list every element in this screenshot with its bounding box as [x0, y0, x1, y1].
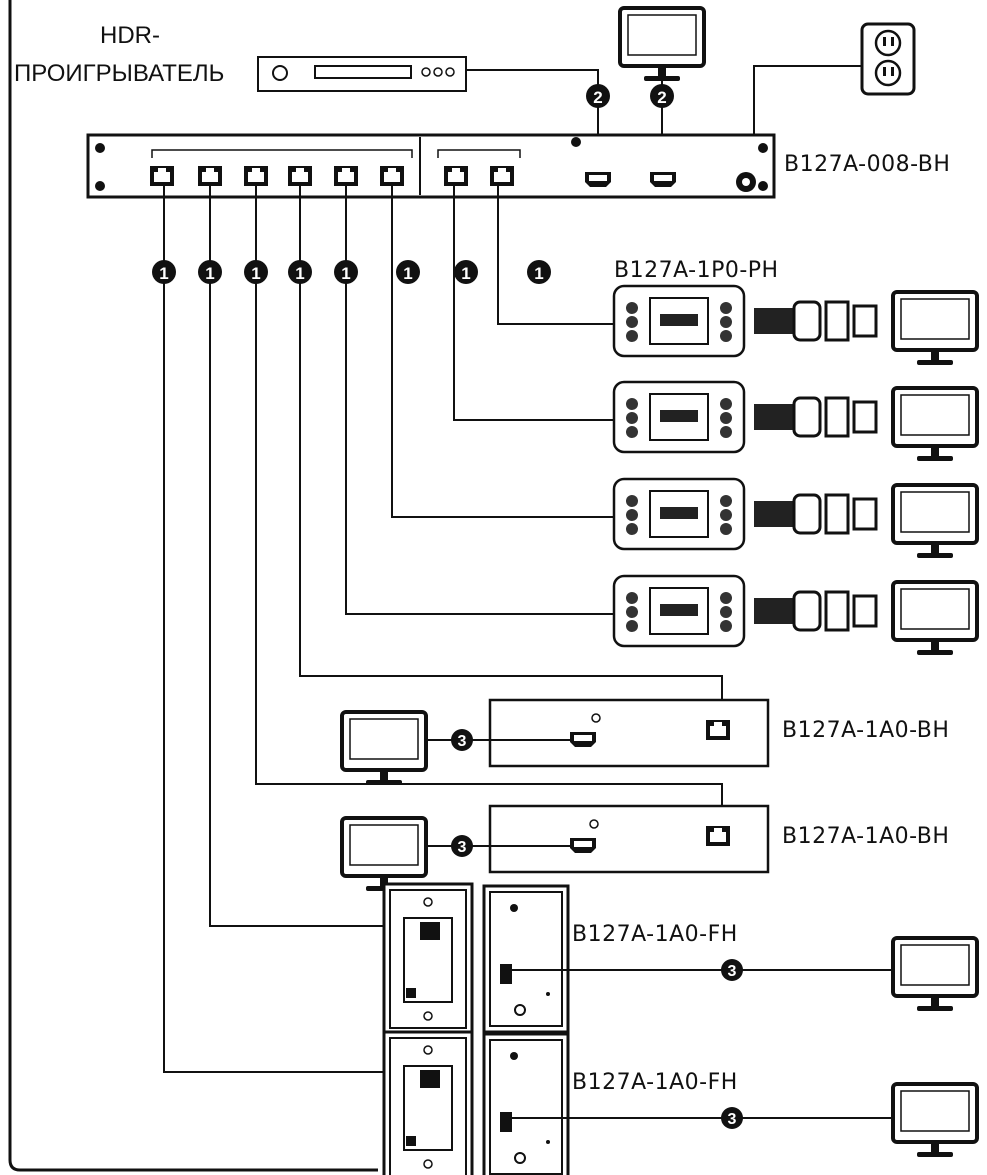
wallplate-front-2 — [382, 1030, 474, 1175]
local-monitor-icon — [618, 6, 706, 83]
monitor-icon — [891, 936, 979, 1013]
receiver-b2-model-label: B127A-1A0-BH — [782, 824, 950, 849]
marker-3-b: 3 — [458, 839, 467, 856]
monitor-icon — [891, 1082, 979, 1159]
monitor-icon — [340, 710, 428, 787]
outer-frame — [8, 0, 378, 1172]
marker-2-a: 2 — [593, 88, 602, 107]
cat-cables — [163, 186, 723, 1073]
marker-1-a: 1 — [159, 264, 168, 283]
wallplate-1-model-label: B127A-1A0-FH — [572, 922, 738, 947]
power-outlet-icon — [860, 22, 916, 96]
receiver-b-unit-1 — [488, 698, 770, 768]
monitor-icon — [891, 580, 979, 657]
receiver-p-unit-3 — [612, 477, 878, 551]
player-label-line2: ПРОИГРЫВАТЕЛЬ — [14, 60, 225, 87]
marker-3-d: 3 — [728, 1111, 737, 1128]
marker-2-b: 2 — [657, 88, 666, 107]
wallplate-front-1 — [382, 882, 474, 1036]
cat-cable-markers: 1 1 1 1 1 1 1 1 — [152, 260, 551, 284]
matrix-switch — [86, 133, 776, 199]
marker-1-c: 1 — [251, 264, 260, 283]
receiver-b1-model-label: B127A-1A0-BH — [782, 718, 950, 743]
marker-3-c: 3 — [728, 963, 737, 980]
monitor-icon — [340, 816, 428, 893]
wallplate-2-model-label: B127A-1A0-FH — [572, 1070, 738, 1095]
marker-1-f: 1 — [403, 264, 412, 283]
player-label-line1: HDR- — [100, 22, 160, 49]
marker-1-d: 1 — [295, 264, 304, 283]
monitor-icon — [891, 483, 979, 560]
matrix-model-label: B127A-008-BH — [784, 152, 951, 177]
receiver-p-unit-2 — [612, 380, 878, 454]
receiver-p-model-label: B127A-1P0-PH — [614, 258, 779, 283]
hdmi-local-markers: 2 2 — [586, 84, 674, 108]
hdr-player — [257, 56, 467, 92]
marker-3-a: 3 — [458, 733, 467, 750]
monitor-icon — [891, 386, 979, 463]
monitor-icon — [891, 290, 979, 367]
wallplate-back-2 — [482, 1032, 570, 1175]
marker-1-e: 1 — [341, 264, 350, 283]
wallplate-back-1 — [482, 884, 570, 1034]
receiver-p-unit-4 — [612, 574, 878, 648]
marker-1-b: 1 — [205, 264, 214, 283]
receiver-b-unit-2 — [488, 804, 770, 874]
marker-1-g: 1 — [461, 264, 470, 283]
hdmi-out-markers-f: 3 3 — [721, 959, 743, 1129]
marker-1-h: 1 — [534, 264, 543, 283]
receiver-p-unit-1 — [612, 284, 878, 358]
hdmi-out-markers-b: 3 3 — [451, 729, 473, 857]
